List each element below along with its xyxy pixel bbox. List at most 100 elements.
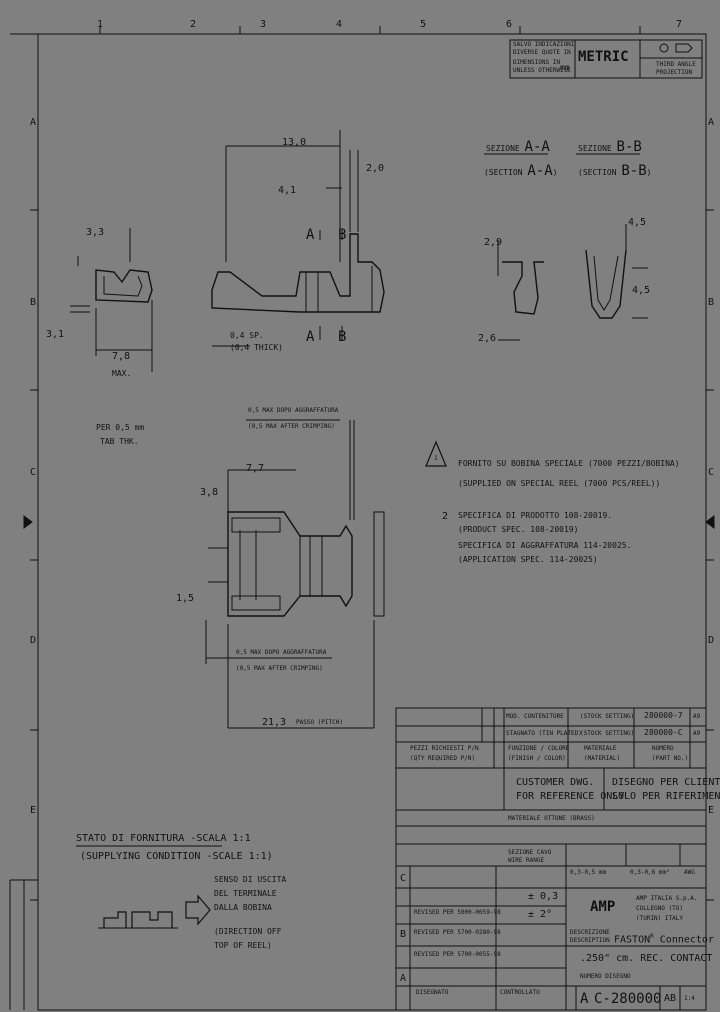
tb-header: NUMERO	[652, 745, 674, 752]
tb-row-sel: (STOCK SETTING)	[580, 730, 635, 737]
drawing-revision: AB	[664, 993, 677, 1004]
rev-letter: B	[400, 929, 407, 940]
dim-45: 4,5	[632, 285, 651, 296]
dim-26: 2,6	[478, 333, 497, 344]
row-letter: D	[30, 635, 37, 646]
wire-value: 0,3-0,5 mm	[570, 869, 607, 876]
tb-part-number: 280000-7	[644, 711, 683, 720]
wire-value: AWG	[684, 869, 695, 876]
dim-29: 2,9	[484, 237, 503, 248]
row-letter: E	[30, 805, 37, 816]
revision-entry: REVISED PER 5000-0059-98	[414, 909, 501, 916]
section-bb-heading-en: (SECTION B-B)	[578, 163, 652, 179]
tb-row-desc: STAGNATO (TIN PLATED)	[506, 730, 582, 737]
note-2: (PRODUCT SPEC. 108-20019)	[458, 525, 579, 534]
crimp-note-en: (0,5 MAX AFTER CRIMPING)	[248, 423, 335, 430]
row-letter: B	[30, 297, 37, 308]
dim-2: 2,0	[366, 163, 385, 174]
dim-thickness: 0,4 SP.	[230, 331, 264, 340]
dim-33: 3,3	[86, 227, 105, 238]
direction-label-en: (DIRECTION OFF	[214, 927, 282, 936]
dim-15: 1,5	[176, 593, 195, 604]
row-letter: A	[30, 117, 37, 128]
tb-header-en: (QTY REQUIRED P/N)	[410, 755, 476, 762]
tb-header-en: (PART NO.)	[652, 755, 689, 762]
tb-header: FUNZIONE / COLORE	[508, 745, 570, 752]
section-mark-a: A	[306, 227, 315, 243]
wire-label: SEZIONE CAVO	[508, 849, 552, 856]
checked-by: CONTROLLATO	[500, 989, 540, 996]
supply-subtitle: (SUPPLYING CONDITION -SCALE 1:1)	[80, 851, 273, 862]
wire-value: 0,3-0,6 mm²	[630, 869, 670, 876]
units-note: DIMENSIONS IN	[513, 59, 560, 66]
unit-value: mm	[560, 63, 570, 72]
section-aa-heading-en: (SECTION A-A)	[484, 163, 558, 179]
dim-213: 21,3	[262, 717, 287, 728]
desc-title: FASTONR Connector	[614, 933, 714, 946]
note-1-en: (SUPPLIED ON SPECIAL REEL (7000 PCS/REEL…	[458, 479, 661, 488]
tb-header-en: (MATERIAL)	[584, 755, 621, 762]
company-logo: AMP	[590, 899, 616, 915]
section-mark-b: B	[338, 227, 347, 243]
tb-row-rev: A9	[693, 730, 701, 737]
section-aa-heading: SEZIONE A-A	[486, 139, 550, 155]
crimp-note: 0,5 MAX DOPO AGGRAFFATURA	[236, 649, 327, 656]
dim-31: 3,1	[46, 329, 65, 340]
material-line: MATERIALE OTTONE (BRASS)	[508, 815, 595, 822]
dim-77: 7,7	[246, 463, 265, 474]
col-number: 5	[420, 19, 427, 30]
direction-label: DALLA BOBINA	[214, 903, 272, 912]
row-letter: D	[708, 635, 715, 646]
col-number: 3	[260, 19, 267, 30]
projection-label: PROJECTION	[656, 69, 693, 76]
desc-subtitle: .250" cm. REC. CONTACT	[580, 953, 713, 964]
rev-letter: C	[400, 873, 407, 884]
section-mark-a: A	[306, 329, 315, 345]
units-note: SALVO INDICAZIONI	[513, 41, 575, 48]
note-2: (APPLICATION SPEC. 114-20025)	[458, 555, 598, 564]
note-2-mark: 2	[442, 511, 449, 522]
drawing-number: C-280000	[594, 991, 662, 1007]
tb-header-en: (FINISH / COLOR)	[508, 755, 566, 762]
col-number: 1	[97, 19, 104, 30]
desc-label: DESCRIZIONE	[570, 929, 610, 936]
metric-label: METRIC	[578, 49, 629, 65]
wire-label: WIRE RANGE	[508, 857, 545, 864]
dim-78: 7,8	[112, 351, 131, 362]
company-name: AMP ITALIA S.p.A.	[636, 895, 698, 902]
tb-header: PEZZI RICHIESTI P/N	[410, 745, 479, 752]
rev-letter: A	[400, 973, 407, 984]
customer-dwg: CUSTOMER DWG.	[516, 777, 595, 788]
sheet-scale: 1:4	[684, 995, 695, 1002]
tb-row-rev: A9	[693, 713, 701, 720]
note-2: SPECIFICA DI AGGRAFFATURA 114-20025.	[458, 541, 632, 550]
company-city: COLLEGNO (TO)	[636, 905, 683, 912]
col-number: 4	[336, 19, 343, 30]
supply-title: STATO DI FORNITURA -SCALA 1:1	[76, 833, 251, 844]
row-letter: B	[708, 297, 715, 308]
tab-note-en: TAB THK.	[100, 437, 139, 446]
dim-max: MAX.	[112, 369, 132, 378]
dim-45: 4,5	[628, 217, 647, 228]
company-city: (TURIN) ITALY	[636, 915, 683, 922]
dim-13: 13,0	[282, 137, 307, 148]
col-number: 7	[676, 19, 683, 30]
drawing-frame	[37, 33, 707, 1011]
note-1-mark: 1	[434, 455, 438, 462]
pitch-label: PASSO (PITCH)	[296, 719, 343, 726]
row-letter: C	[708, 467, 715, 478]
drawn-by: DISEGNATO	[416, 989, 449, 996]
tolerance: ± 0,3	[528, 891, 559, 902]
note-1: FORNITO SU BOBINA SPECIALE (7000 PEZZI/B…	[458, 459, 680, 468]
tb-row-desc: MOD. CONTENITORE	[506, 713, 564, 720]
crimp-note: 0,5 MAX DOPO AGGRAFFATURA	[248, 407, 339, 414]
tb-part-number: 280000-C	[644, 728, 683, 737]
projection-label: THIRD ANGLE	[656, 61, 696, 68]
customer-dwg: FOR REFERENCE ONLY	[516, 791, 625, 802]
customer-dwg-it: SOLO PER RIFERIMENTO	[612, 791, 720, 802]
sheet-size: A	[580, 991, 589, 1007]
section-bb-heading: SEZIONE B-B	[578, 139, 642, 155]
col-number: 6	[506, 19, 513, 30]
units-note: UNLESS OTHERWISE	[513, 67, 571, 74]
